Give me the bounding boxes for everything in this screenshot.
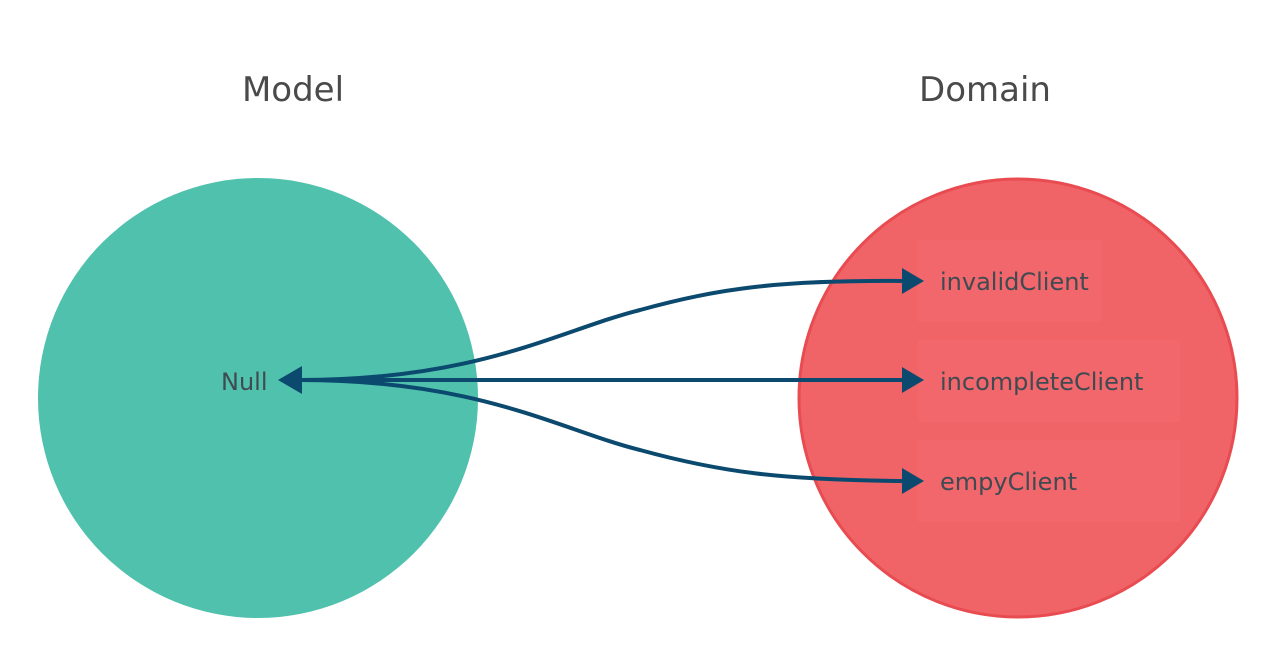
model-item-null: Null — [221, 368, 268, 396]
domain-item-invalid-client: invalidClient — [940, 268, 1089, 296]
mapping-arrows — [298, 278, 907, 483]
domain-item-bg-empy — [918, 440, 1180, 522]
arrowhead-empy — [902, 468, 924, 494]
arrowheads — [278, 268, 924, 494]
arrowhead-incomplete — [902, 367, 924, 393]
domain-title: Domain — [919, 70, 1051, 110]
arrowhead-null — [278, 366, 302, 394]
arrowhead-invalid — [902, 268, 924, 294]
domain-item-bg-invalid — [918, 240, 1102, 322]
domain-item-bg-incomplete — [918, 340, 1180, 422]
arrow-null-to-invalid — [298, 278, 907, 382]
model-set-circle — [38, 178, 478, 618]
arrow-null-to-empy — [298, 378, 907, 483]
domain-item-empy-client: empyClient — [940, 468, 1078, 496]
domain-item-incomplete-client: incompleteClient — [940, 368, 1144, 396]
model-title: Model — [241, 70, 345, 110]
